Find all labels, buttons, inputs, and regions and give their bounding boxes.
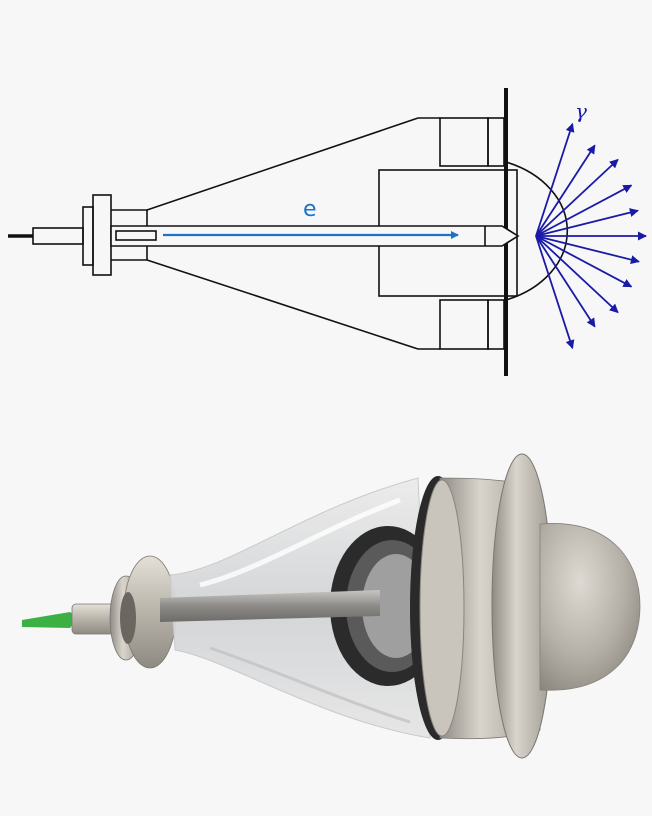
- gamma-ray-arrow: [535, 144, 596, 237]
- gamma-ray-arrow: [535, 158, 619, 237]
- x-ray-tube-photo: [22, 453, 641, 759]
- glass-shadow: [209, 646, 411, 724]
- gamma-label: γ: [575, 99, 587, 123]
- photo-flange-bore: [120, 592, 136, 644]
- cone-upper-wall: [146, 117, 419, 211]
- connector-pin: [32, 227, 84, 245]
- photo-output-dome: [539, 523, 641, 691]
- gamma-ray-fan: [535, 122, 647, 350]
- gamma-ray-arrow: [535, 235, 640, 265]
- flange-inner: [92, 194, 112, 276]
- gamma-ray-arrow: [535, 235, 596, 328]
- upper-block-right: [487, 117, 505, 167]
- gamma-ray-arrow: [535, 235, 575, 350]
- glass-highlight: [199, 497, 401, 588]
- lower-block-right: [487, 299, 505, 350]
- output-dome: [505, 161, 569, 301]
- gamma-ray-arrow: [535, 208, 639, 237]
- gamma-ray-arrow: [535, 122, 575, 237]
- gamma-ray-arrow: [535, 184, 633, 237]
- lower-block-left: [439, 299, 489, 350]
- housing-front-face: [419, 479, 465, 737]
- cone-lower-wall: [146, 259, 419, 350]
- flange-outer: [82, 206, 94, 266]
- photo-accelerator-rod: [160, 590, 380, 622]
- upper-block-left: [439, 117, 489, 167]
- photo-connector-pin: [71, 603, 115, 635]
- cathode: [115, 230, 157, 241]
- gamma-ray-arrow: [535, 235, 633, 288]
- green-lead-tip: [22, 612, 78, 628]
- gamma-ray-arrow: [535, 235, 619, 314]
- tube-schematic: [8, 88, 569, 376]
- electron-label: e: [303, 197, 317, 222]
